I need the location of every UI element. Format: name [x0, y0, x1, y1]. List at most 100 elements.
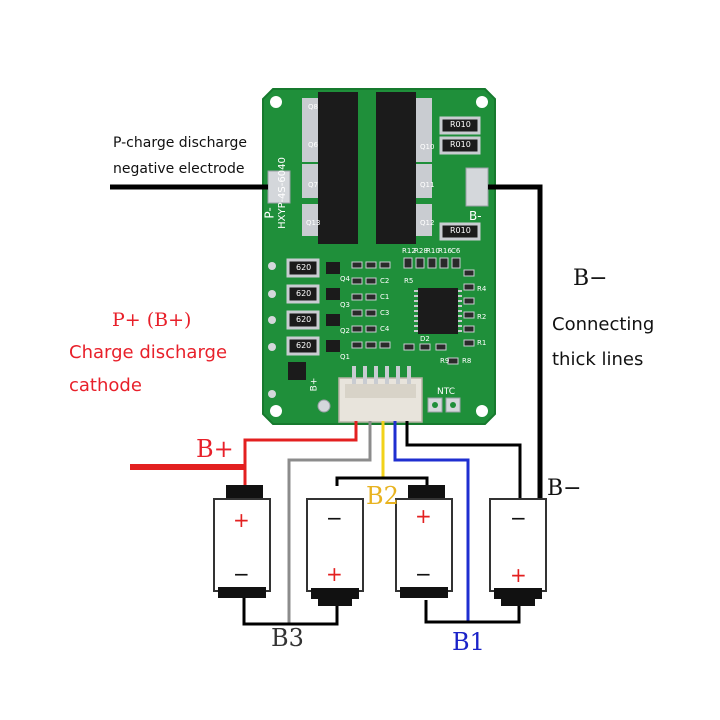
mosfet-label: Q6: [308, 141, 318, 149]
b-plus-pad-label: B+: [309, 377, 320, 392]
component-label: R28: [414, 247, 428, 255]
mosfet-column-left: [302, 92, 358, 244]
cell2-bottom-symbol: +: [326, 562, 343, 586]
component-label: C1: [380, 293, 390, 301]
resistor-620: [286, 336, 320, 356]
board-model-label: HXYP-4S-6040: [277, 157, 288, 229]
balance-pad: [268, 343, 276, 351]
cell2-cell3-link: [335, 476, 429, 487]
cell4-top-symbol: −: [510, 506, 527, 530]
component-label: C3: [380, 309, 390, 317]
ntc-label: NTC: [437, 387, 455, 397]
b-minus-wire-label: B−: [547, 476, 582, 501]
b-minus-right-label: B−: [573, 266, 608, 291]
cell1-top-symbol: +: [233, 508, 250, 532]
shunt-resistor: [439, 116, 481, 135]
p-plus-label: P+ (B+): [112, 309, 192, 331]
small-transistor: [326, 262, 340, 274]
component-label: C2: [380, 277, 390, 285]
cell4-bottom-symbol: +: [510, 563, 527, 587]
b1-blue-wire: [393, 421, 470, 622]
mosfet-label: Q12: [420, 219, 435, 227]
resistor-label: 620: [296, 289, 312, 298]
cell2-top-symbol: −: [326, 506, 343, 530]
cell1-bottom-symbol: −: [233, 562, 250, 586]
cathode-label: cathode: [69, 375, 142, 396]
mount-hole: [270, 96, 282, 108]
component-label: R16: [438, 247, 452, 255]
mount-hole: [476, 96, 488, 108]
p-charge-label-line1: P-charge discharge: [113, 135, 248, 151]
p-minus-pad-label: P-: [262, 207, 277, 219]
mosfet-label: Q10: [420, 143, 435, 151]
b1-label: B1: [452, 628, 485, 656]
b3-grey-wire: [287, 421, 372, 624]
connecting-label: Connecting: [552, 314, 655, 335]
component-label: C4: [380, 325, 390, 333]
component-label: R4: [477, 285, 487, 293]
battery-cell-3: [395, 485, 453, 598]
battery-cell-2: [306, 498, 364, 606]
shunt-resistor: [439, 222, 481, 241]
shunt-label: R010: [450, 226, 471, 235]
b-minus-pad-label: B-: [469, 209, 482, 223]
resistor-label: 620: [296, 315, 312, 324]
component-label: R10: [426, 247, 440, 255]
resistor-620: [286, 310, 320, 330]
pcb-board: [262, 88, 496, 425]
b-minus-balance-wire: [405, 421, 522, 500]
small-transistor: [326, 314, 340, 326]
thick-lines-label: thick lines: [552, 349, 644, 370]
charge-discharge-label: Charge discharge: [69, 342, 228, 363]
b-plus-wire-label: B+: [196, 435, 234, 463]
mosfet-label: Q13: [306, 219, 321, 227]
balance-pad: [268, 262, 276, 270]
battery-cell-4: [489, 498, 547, 606]
component-label: R5: [404, 277, 414, 285]
mosfet-column-right: [376, 92, 432, 244]
resistor-620: [286, 258, 320, 278]
shunt-label: R010: [450, 140, 471, 149]
shunt-label: R010: [450, 120, 471, 129]
component-label: R2: [477, 313, 487, 321]
b-plus-pad: [317, 399, 331, 413]
b2-label: B2: [366, 482, 399, 510]
mount-hole: [476, 405, 488, 417]
small-transistor: [326, 288, 340, 300]
balance-pad: [268, 390, 276, 398]
small-transistor: [288, 362, 306, 380]
balance-pad: [268, 290, 276, 298]
mosfet-label: Q7: [308, 181, 318, 189]
cell3-cell4-link: [424, 600, 521, 624]
shunt-resistor: [439, 136, 481, 155]
component-label: R12: [402, 247, 416, 255]
component-label: C6: [451, 247, 461, 255]
cell1-cell2-link: [242, 596, 339, 626]
component-label: Q4: [340, 275, 350, 283]
component-label: Q1: [340, 353, 350, 361]
component-label: D2: [420, 335, 430, 343]
small-transistor: [326, 340, 340, 352]
mosfet-label: Q11: [420, 181, 435, 189]
mount-hole: [270, 405, 282, 417]
smd-parts: [351, 257, 475, 365]
component-label: R1: [477, 339, 487, 347]
battery-cell-1: [213, 485, 271, 598]
resistor-620: [286, 284, 320, 304]
balance-connector: [338, 366, 423, 423]
bms-ic: [414, 288, 462, 334]
b3-label: B3: [271, 624, 304, 652]
component-label: Q2: [340, 327, 350, 335]
component-label: R8: [462, 357, 472, 365]
mosfet-label: Q8: [308, 103, 318, 111]
cell3-bottom-symbol: −: [415, 562, 432, 586]
b-minus-pad: [465, 167, 489, 207]
component-label: Q3: [340, 301, 350, 309]
component-label: R9: [440, 357, 450, 365]
balance-pad: [268, 316, 276, 324]
p-charge-label-line2: negative electrode: [113, 161, 245, 177]
cell3-top-symbol: +: [415, 504, 432, 528]
resistor-label: 620: [296, 341, 312, 350]
